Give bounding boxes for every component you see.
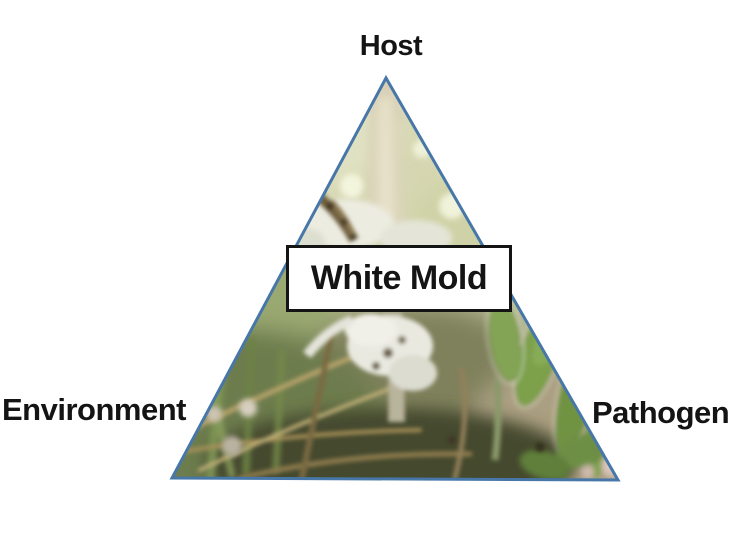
vertex-label-pathogen: Pathogen [592, 395, 730, 430]
vertex-label-environment: Environment [2, 392, 186, 427]
center-label-box: White Mold [286, 245, 512, 312]
center-label: White Mold [310, 259, 488, 297]
vertex-label-host: Host [359, 30, 423, 62]
